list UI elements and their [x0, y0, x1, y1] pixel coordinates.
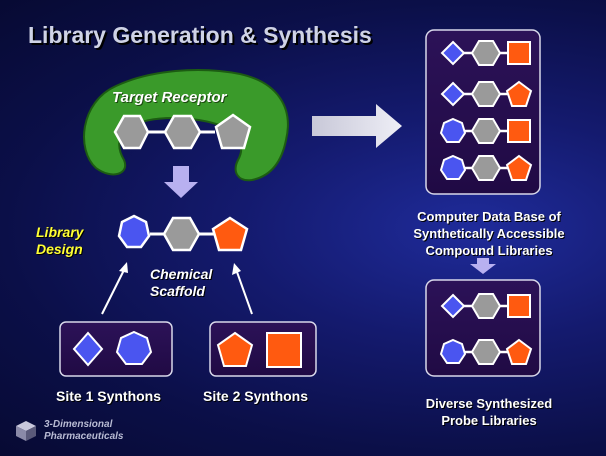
heptagon-icon	[439, 338, 467, 364]
library-row	[440, 40, 531, 66]
probe-line2: Probe Libraries	[441, 413, 537, 428]
pentagon-icon	[216, 331, 254, 367]
probe-library-panel	[425, 279, 541, 377]
library-row	[440, 293, 531, 319]
library-row	[439, 338, 533, 365]
library-row	[439, 154, 533, 181]
heptagon-icon	[439, 154, 467, 180]
company-line1: 3-Dimensional	[44, 419, 113, 430]
hexagon-icon	[470, 155, 502, 181]
chemical-scaffold-label: Chemical Scaffold	[150, 266, 212, 300]
library-row	[440, 80, 533, 107]
company-name: 3-Dimensional Pharmaceuticals	[44, 419, 124, 443]
diamond-icon	[72, 331, 104, 367]
site1-synthon-panel	[59, 321, 173, 377]
pentagon-icon	[505, 80, 533, 107]
company-line2: Pharmaceuticals	[44, 431, 124, 442]
probe-libraries-label: Diverse Synthesized Probe Libraries	[384, 395, 594, 429]
diamond-icon	[440, 40, 466, 66]
scaffold-chain	[117, 214, 249, 252]
right-arrow-icon	[312, 104, 402, 148]
diamond-icon	[440, 293, 466, 319]
site1-synthons-label: Site 1 Synthons	[56, 388, 162, 404]
library-design-label: Library Design	[36, 224, 83, 258]
slide-title: Library Generation & Synthesis	[28, 22, 372, 48]
hexagon-icon	[470, 40, 502, 66]
hexagon-icon	[470, 339, 502, 365]
scaffold-line1: Chemical	[150, 266, 213, 282]
site2-synthons-label: Site 2 Synthons	[203, 388, 309, 404]
probe-line1: Diverse Synthesized	[425, 396, 553, 411]
hexagon-icon	[470, 81, 502, 107]
pentagon-icon	[211, 216, 249, 252]
diamond-icon	[440, 81, 466, 107]
pentagon-icon	[505, 154, 533, 181]
pentagon-icon	[214, 113, 252, 150]
database-line1: Computer Data Base of	[417, 209, 561, 224]
hexagon-icon	[470, 293, 502, 319]
square-icon	[507, 294, 531, 318]
heptagon-icon	[115, 330, 153, 365]
site2-synthon-panel	[209, 321, 317, 377]
down-arrow-icon	[164, 166, 198, 198]
down-arrow-small-icon	[470, 258, 496, 274]
library-row	[439, 117, 531, 144]
heptagon-icon	[439, 117, 467, 143]
hexagon-icon	[470, 118, 502, 144]
compound-database-label: Computer Data Base of Synthetically Acce…	[384, 208, 594, 259]
pentagon-icon	[505, 338, 533, 365]
heptagon-icon	[117, 214, 151, 249]
receptor-chain	[113, 113, 252, 150]
target-receptor-label: Target Receptor	[112, 89, 227, 106]
cube-logo-icon	[16, 421, 36, 441]
library-design-line1: Library	[36, 224, 84, 240]
hexagon-icon	[162, 216, 201, 252]
library-design-line2: Design	[36, 241, 83, 257]
compound-database-panel	[425, 29, 541, 195]
synthon-arrows	[101, 262, 253, 315]
scaffold-line2: Scaffold	[150, 283, 205, 299]
database-line2: Synthetically Accessible	[413, 226, 565, 241]
square-icon	[266, 332, 302, 368]
hexagon-icon	[163, 114, 202, 150]
square-icon	[507, 41, 531, 65]
square-icon	[507, 119, 531, 143]
database-line3: Compound Libraries	[425, 243, 553, 258]
hexagon-icon	[113, 114, 150, 150]
